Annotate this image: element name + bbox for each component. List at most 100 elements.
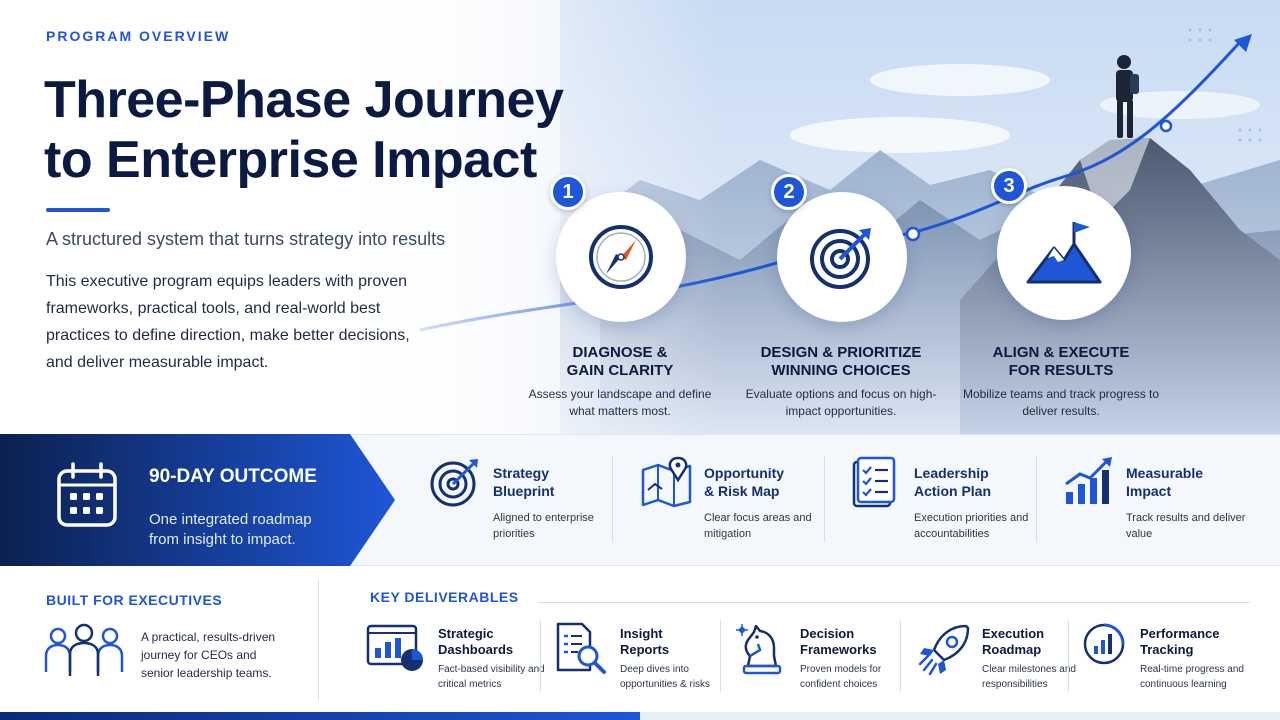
outcome-item-description: Track results and deliver value — [1126, 512, 1246, 540]
performance-gauge-icon — [1083, 623, 1125, 665]
outcome-item-title-line-2: Blueprint — [493, 483, 555, 499]
deliverable-title-line-2: Tracking — [1140, 642, 1194, 657]
divider — [612, 456, 613, 542]
deliverable-title-line-1: Performance — [1140, 626, 1220, 641]
hero-section: PROGRAM OVERVIEW Three-Phase Journey to … — [0, 0, 1280, 434]
outcome-item-title-line-2: & Risk Map — [704, 483, 780, 499]
checklist-icon — [852, 456, 896, 508]
footer-accent-bar — [0, 712, 1280, 720]
phase-3-circle: 3 — [991, 168, 1131, 320]
people-icon — [44, 623, 124, 676]
deliverable-title-line-1: Strategic — [438, 626, 494, 641]
target-icon — [430, 459, 478, 507]
key-deliverables-title: KEY DELIVERABLES — [370, 589, 519, 605]
phase-3-number-badge: 3 — [991, 168, 1027, 204]
outcome-item-description: Aligned to enterprise priorities — [493, 512, 594, 540]
built-for-executives-description: A practical, results-driven journey for … — [141, 630, 276, 680]
target-icon — [810, 228, 871, 289]
deliverable-title: Strategic Dashboards — [438, 626, 548, 658]
page-title: Three-Phase Journey to Enterprise Impact — [44, 70, 644, 190]
deliverable-execution-roadmap: Execution Roadmap Clear milestones and r… — [916, 620, 1096, 692]
dashboard-icon — [366, 624, 423, 671]
outcome-description: One integrated roadmap from insight to i… — [149, 511, 312, 548]
phase-1-number-badge: 1 — [550, 174, 586, 210]
chess-knight-icon — [736, 624, 782, 675]
deliverable-insight-reports: Insight Reports Deep dives into opportun… — [552, 620, 732, 692]
divider — [824, 456, 825, 542]
deliverable-strategic-dashboards: Strategic Dashboards Fact-based visibili… — [366, 620, 546, 692]
divider — [720, 620, 721, 692]
outcome-panel: 90-DAY OUTCOME One integrated roadmap fr… — [0, 434, 395, 566]
deliverable-title-line-1: Decision — [800, 626, 855, 641]
eyebrow-label: PROGRAM OVERVIEW — [46, 28, 231, 44]
growth-chart-icon — [1065, 457, 1112, 504]
outcome-item-title-line-1: Leadership — [914, 465, 989, 481]
phase-2-description: Evaluate options and focus on high-impac… — [745, 387, 937, 418]
phase-1-title-line-2: GAIN CLARITY — [566, 362, 674, 379]
subheadline: A structured system that turns strategy … — [46, 229, 446, 249]
outcome-item-leadership-action-plan: Leadership Action Plan Execution priorit… — [836, 454, 1046, 546]
outcome-item-opportunity-risk-map: Opportunity & Risk Map Clear focus areas… — [626, 454, 836, 546]
outcome-item-description: Execution priorities and accountabilitie… — [914, 512, 1029, 540]
deliverable-title: Decision Frameworks — [800, 626, 910, 658]
outcome-item-title-line-1: Opportunity — [704, 465, 785, 481]
deliverable-decision-frameworks: Decision Frameworks Proven models for co… — [734, 620, 914, 692]
phase-2-title-line-2: WINNING CHOICES — [771, 362, 911, 379]
outcome-item-title: Strategy Blueprint — [493, 464, 613, 500]
title-accent-rule — [46, 208, 110, 212]
outcome-item-title-line-1: Measurable — [1126, 465, 1204, 481]
deliverable-description: Real-time progress and continuous learni… — [1140, 664, 1244, 690]
phase-1-title-line-1: DIAGNOSE & — [572, 344, 668, 361]
rocket-icon — [918, 624, 970, 676]
phase-3-title-line-1: ALIGN & EXECUTE — [992, 344, 1130, 361]
outcome-item-title: Leadership Action Plan — [914, 464, 1034, 500]
calendar-icon — [57, 462, 117, 527]
phase-2-title: DESIGN & PRIORITIZE WINNING CHOICES — [741, 344, 941, 380]
built-for-executives-title: BUILT FOR EXECUTIVES — [46, 592, 223, 608]
deliverable-performance-tracking: Performance Tracking Real-time progress … — [1082, 620, 1262, 692]
outcome-item-title-line-2: Action Plan — [914, 483, 992, 499]
outcome-item-title: Measurable Impact — [1126, 464, 1246, 500]
deliverable-description: Clear milestones and responsibilities — [982, 664, 1076, 690]
deliverable-title-line-1: Insight — [620, 626, 663, 641]
outcome-title: 90-DAY OUTCOME — [149, 466, 317, 487]
divider — [1036, 456, 1037, 542]
phase-1-title: DIAGNOSE & GAIN CLARITY — [520, 344, 720, 380]
phase-1-description: Assess your landscape and define what ma… — [528, 387, 712, 418]
divider — [540, 620, 541, 692]
deliverable-description: Deep dives into opportunities & risks — [620, 664, 711, 690]
map-pin-icon — [641, 456, 692, 508]
phase-3-description: Mobilize teams and track progress to del… — [962, 387, 1160, 418]
deliverable-title-line-2: Reports — [620, 642, 670, 657]
phase-1-circle: 1 — [550, 174, 686, 322]
deliverable-title-line-2: Frameworks — [800, 642, 877, 657]
outcome-item-description: Clear focus areas and mitigation — [704, 512, 812, 540]
report-search-icon — [556, 622, 606, 674]
deliverable-title-line-1: Execution — [982, 626, 1045, 641]
deliverable-title: Execution Roadmap — [982, 626, 1092, 658]
key-deliverables-rule — [538, 602, 1250, 603]
intro-paragraph: This executive program equips leaders wi… — [46, 273, 410, 371]
deliverable-description: Proven models for confident choices — [800, 664, 882, 690]
divider — [318, 580, 319, 700]
deliverable-title: Insight Reports — [620, 626, 730, 658]
phase-2-title-line-1: DESIGN & PRIORITIZE — [760, 344, 922, 361]
divider — [1068, 620, 1069, 692]
divider — [900, 620, 901, 692]
phase-3-title-line-2: FOR RESULTS — [1008, 362, 1114, 379]
outcome-item-title-line-2: Impact — [1126, 483, 1172, 499]
deliverable-title: Performance Tracking — [1140, 626, 1250, 658]
phase-2-number-badge: 2 — [771, 174, 807, 210]
person-figure — [1116, 55, 1139, 138]
deliverable-description: Fact-based visibility and critical metri… — [438, 664, 545, 690]
outcome-item-measurable-impact: Measurable Impact Track results and deli… — [1048, 454, 1258, 546]
deliverable-title-line-2: Dashboards — [438, 642, 514, 657]
outcome-item-strategy-blueprint: Strategy Blueprint Aligned to enterprise… — [415, 454, 625, 546]
mountain-flag-icon — [1026, 222, 1102, 284]
phase-3-title: ALIGN & EXECUTE FOR RESULTS — [961, 344, 1161, 380]
compass-icon — [589, 225, 653, 289]
outcome-item-title: Opportunity & Risk Map — [704, 464, 824, 500]
page-title-line-2: to Enterprise Impact — [44, 131, 537, 189]
page-title-line-1: Three-Phase Journey — [44, 71, 564, 129]
phase-2-circle: 2 — [771, 174, 907, 322]
